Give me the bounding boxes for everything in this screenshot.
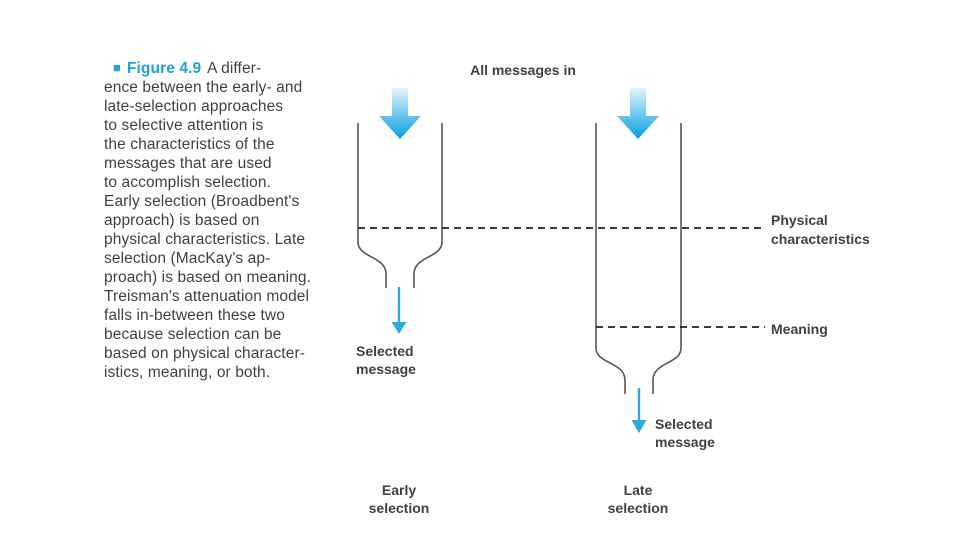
all-messages-in-label: All messages in [470, 62, 576, 78]
meaning-label: Meaning [771, 321, 828, 337]
figure-number-label: Figure 4.9 [126, 60, 202, 77]
late-selected-message-label: Selected message [655, 416, 715, 450]
figure-caption: ■ Figure 4.9 A differ- ence between the ea… [104, 59, 366, 382]
late-selection-label: Late selection [607, 482, 669, 516]
input-arrow-late-icon [617, 88, 659, 139]
late-output-arrow-head-icon [631, 420, 647, 433]
early-funnel-right-wall [413, 123, 443, 288]
caption-first-line-text: A differ- [207, 60, 262, 77]
caption-first-line: ■ Figure 4.9 A differ- [104, 59, 366, 78]
figure-marker-icon: ■ [113, 60, 121, 75]
late-funnel-left-wall [595, 123, 626, 394]
caption-body-text: ence between the early- and late-selecti… [104, 79, 312, 381]
late-funnel-right-wall [652, 123, 682, 394]
early-output-arrow-head-icon [391, 322, 407, 334]
early-selection-label: Early selection [368, 482, 430, 516]
input-arrow-early-icon [379, 88, 421, 139]
early-funnel-left-wall [357, 123, 387, 288]
physical-characteristics-label: Physical characteristics [771, 212, 870, 247]
early-selected-message-label: Selected message [356, 343, 416, 377]
